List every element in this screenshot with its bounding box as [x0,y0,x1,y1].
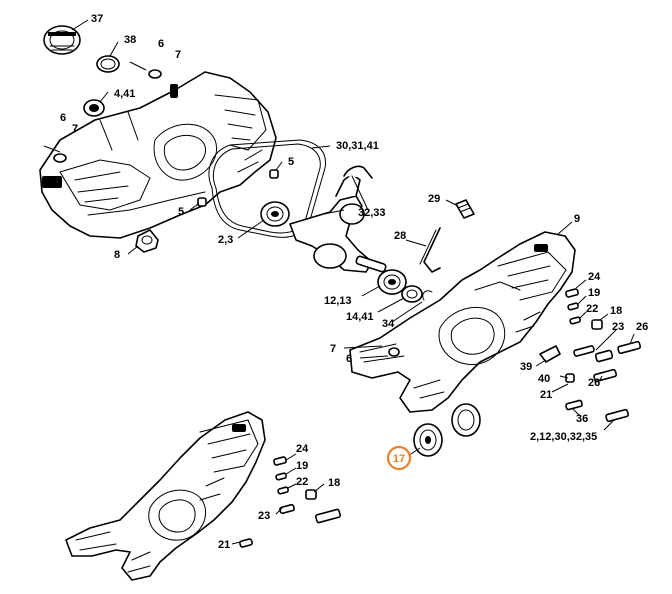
crankcase-half-right [349,231,576,413]
part-34-circlip [422,290,433,301]
callout-28: 28 [394,230,406,242]
part-7-washer-top [53,69,162,163]
part-17-bearing [413,403,481,457]
callout-7: 7 [72,123,78,135]
callout-23: 23 [612,321,624,333]
part-14-seal [401,285,423,303]
callout-9: 9 [574,213,580,225]
part-29-fitting [455,199,475,219]
callout-23: 23 [258,510,270,522]
callout-24: 24 [588,271,601,283]
callout-labels: 37 38 6 7 4,41 6 7 30,31,41 5 5 2,3 8 29… [60,13,648,551]
callout-22: 22 [586,303,598,315]
callout-19: 19 [296,460,308,472]
callout-17: 17 [393,453,405,465]
callout-39: 39 [520,361,532,373]
callout-36: 36 [576,413,588,425]
callout-2-3: 2,3 [218,234,233,246]
callout-12-13: 12,13 [324,295,352,307]
part-24-pin [565,288,579,298]
callout-30-31-41: 30,31,41 [336,140,379,152]
callout-7: 7 [175,49,181,61]
part-2-screw-b [605,408,630,423]
part-8-bushing [135,229,159,253]
callout-37: 37 [91,13,103,25]
callout-26: 26 [588,377,600,389]
part-19-pin [567,302,579,311]
part-4-seal [83,99,105,117]
part-32-crankshaft [289,165,387,273]
callout-6: 6 [60,112,66,124]
part-22-pin [569,316,581,325]
callout-6: 6 [158,38,164,50]
callout-22: 22 [296,476,308,488]
callout-8: 8 [114,249,120,261]
part-38-oring [96,55,120,73]
part-37-seal [43,25,81,55]
callout-21: 21 [218,539,230,551]
part-2-bearing [260,201,290,227]
callout-38: 38 [124,34,136,46]
part-28-pipe [419,227,441,273]
callout-14-41: 14,41 [346,311,374,323]
callout-18: 18 [328,477,340,489]
part-6-pin-top [43,61,147,153]
callout-21: 21 [540,389,552,401]
part-23-stud [573,345,614,363]
highlight-ring [386,445,412,471]
highlighted-callout-17[interactable]: 17 [386,445,412,471]
part-36-screw [565,399,583,411]
part-18-sleeve [591,319,603,330]
callout-18: 18 [610,305,622,317]
callout-24: 24 [296,443,309,455]
callout-6: 6 [346,353,352,365]
callout-26: 26 [636,321,648,333]
part-39-clip [539,345,561,363]
callout-19: 19 [588,287,600,299]
part-19-pin-b [275,472,287,481]
callout-7: 7 [330,343,336,355]
callout-32-33: 32,33 [358,207,386,219]
part-26-stud-b [593,368,618,383]
callout-4-41: 4,41 [114,88,135,100]
callout-5: 5 [178,206,184,218]
part-12-bearing [377,269,407,295]
crankcase-half-top [39,71,327,239]
part-26-stud [617,340,642,355]
part-21-screw-b [239,538,253,548]
callout-40: 40 [538,373,550,385]
callout-5: 5 [288,156,294,168]
callout-29: 29 [428,193,440,205]
callout-2-12-30-32-35: 2,12,30,32,35 [530,431,597,443]
part-5-dowel [197,169,279,207]
part-23-stud-b [279,503,341,524]
part-24-pin-b [273,456,287,466]
part-22-pin-b [277,486,289,495]
callout-34: 34 [382,318,395,330]
part-18-sleeve-b [305,489,317,500]
crankcase-half-bottom [65,411,266,581]
